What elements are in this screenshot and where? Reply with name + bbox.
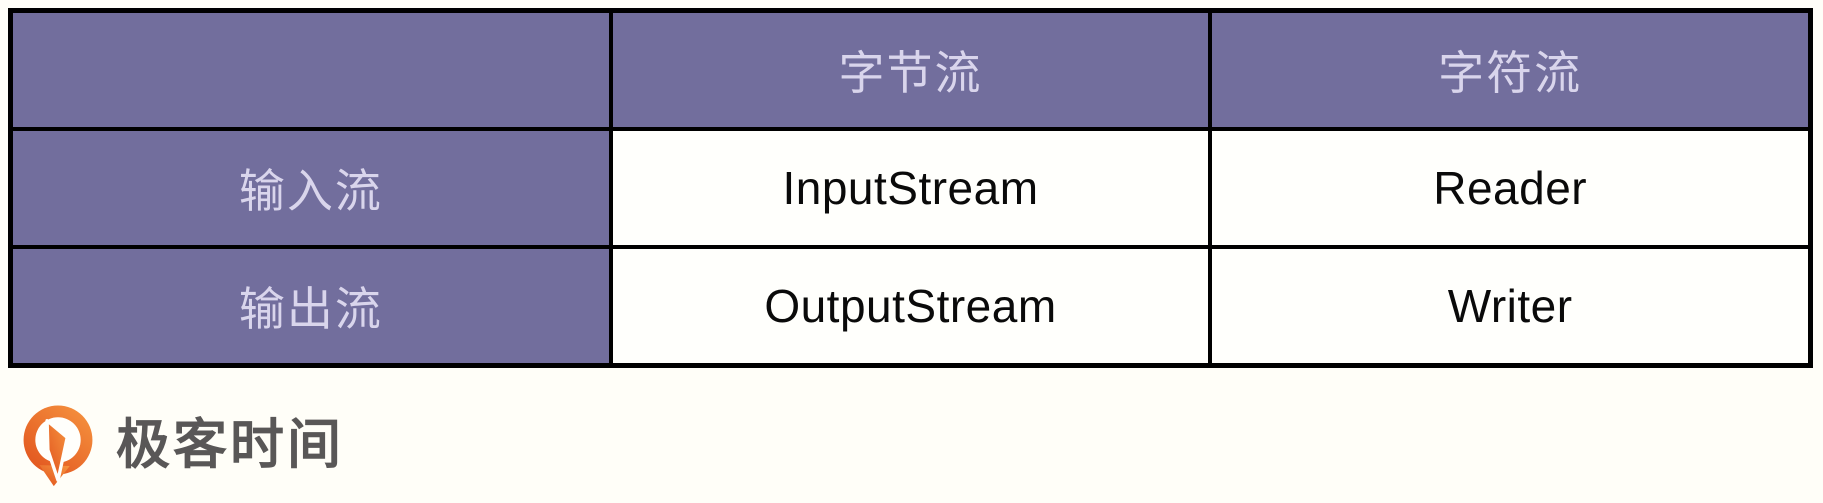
row-header-output-stream: 输出流 xyxy=(13,249,609,363)
table-cell-inputstream: InputStream xyxy=(612,131,1209,245)
table-corner-cell xyxy=(13,13,609,127)
geektime-logo: 极客时间 xyxy=(16,400,344,490)
column-header-char-stream: 字符流 xyxy=(1212,13,1808,127)
geektime-logo-text: 极客时间 xyxy=(116,415,344,475)
geektime-pin-icon xyxy=(23,405,93,487)
table-cell-reader: Reader xyxy=(1212,131,1808,245)
row-header-input-stream: 输入流 xyxy=(13,131,609,245)
table-cell-writer: Writer xyxy=(1212,249,1808,363)
table-cell-outputstream: OutputStream xyxy=(612,249,1209,363)
io-streams-table: 字节流 字符流 输入流 InputStream Reader 输出流 Outpu… xyxy=(8,8,1813,368)
column-header-byte-stream: 字节流 xyxy=(612,13,1209,127)
